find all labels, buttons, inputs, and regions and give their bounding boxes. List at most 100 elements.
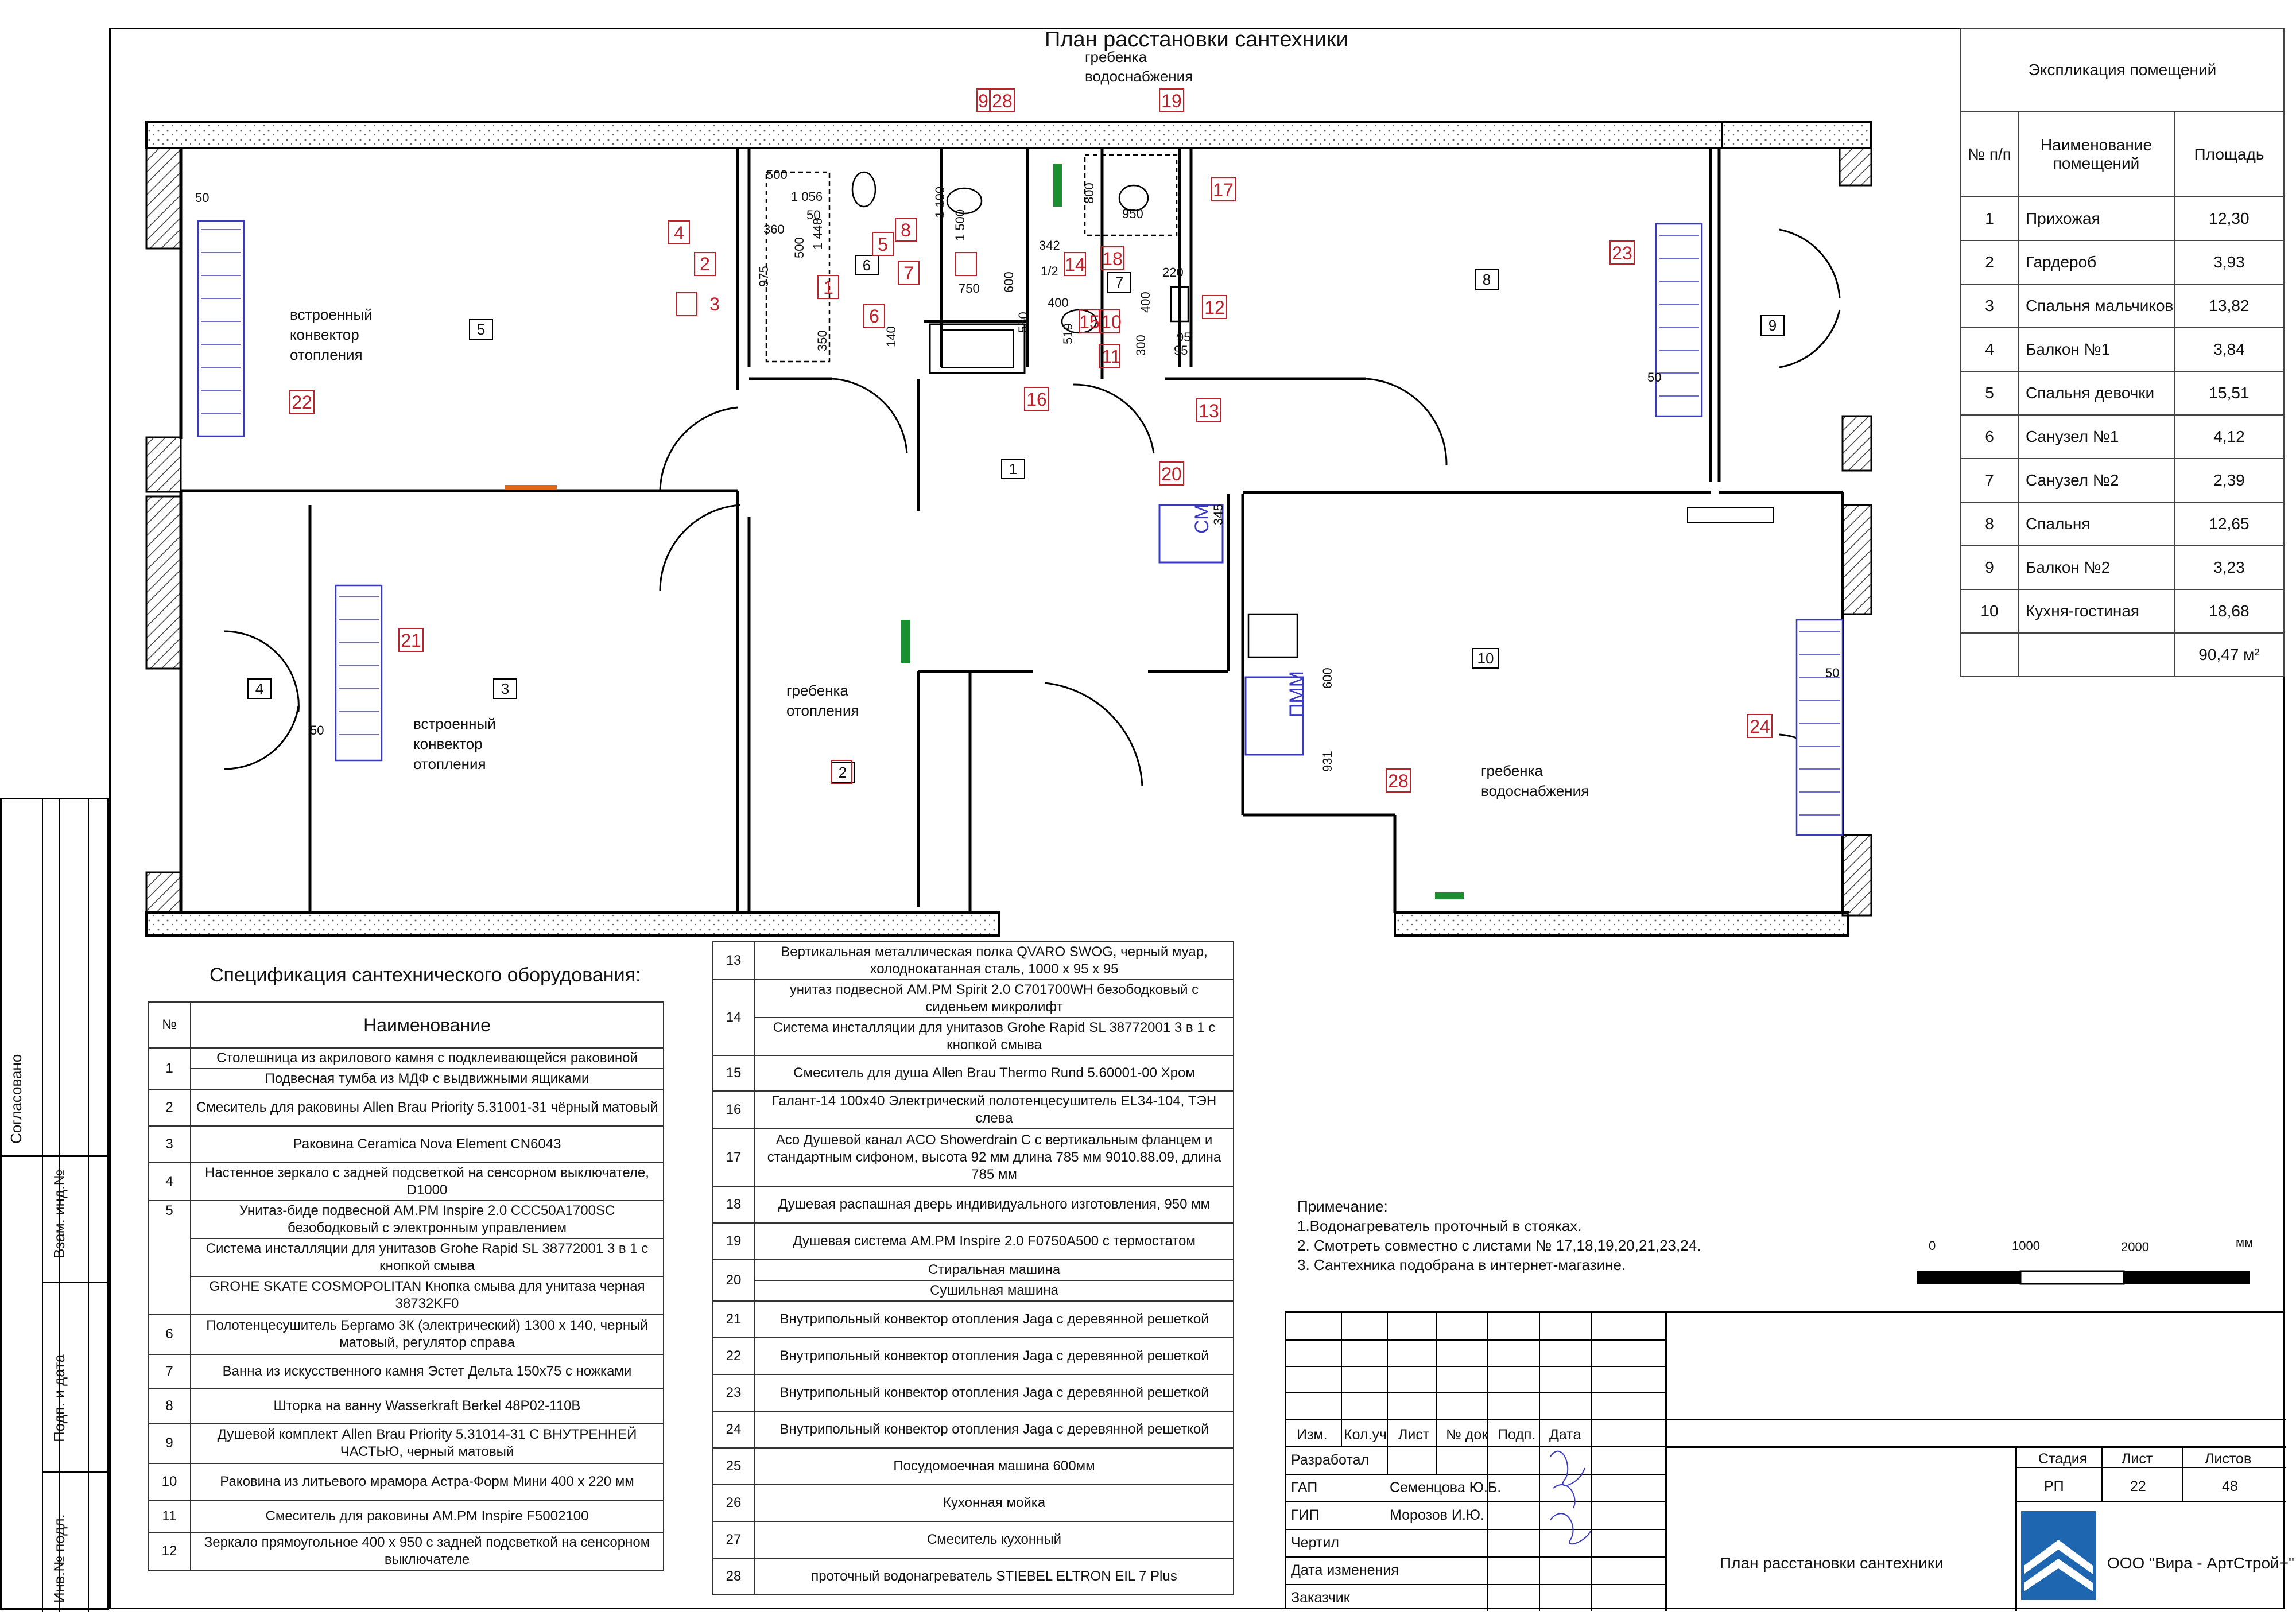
svg-text:8: 8 [901,220,911,240]
svg-text:7: 7 [1115,274,1123,291]
svg-text:24: 24 [1750,716,1770,737]
svg-text:28: 28 [1388,771,1409,791]
title-block: Изм. Кол.уч Лист № док Подп. Дата Разраб… [1285,1311,2294,1611]
scale-bar: 0 1000 2000 мм [1917,1235,2253,1285]
svg-text:28: 28 [992,91,1013,111]
svg-text:встроенный: встроенный [290,306,373,323]
svg-text:мм: мм [2236,1235,2253,1249]
svg-text:500: 500 [766,168,788,182]
svg-text:20: 20 [1161,464,1182,484]
svg-text:16: 16 [1026,389,1047,410]
wall-pier [145,436,182,493]
svg-text:220: 220 [1162,265,1184,279]
wall-bottom [1394,911,1849,937]
svg-text:50: 50 [310,723,324,737]
svg-text:13: 13 [1199,401,1219,421]
svg-text:500: 500 [792,237,806,258]
svg-text:23: 23 [1612,243,1632,263]
svg-text:гребенка: гребенка [786,682,848,699]
svg-text:600: 600 [1320,667,1335,689]
svg-text:8: 8 [1483,271,1491,288]
svg-text:конвектор: конвектор [413,735,483,752]
svg-text:5: 5 [878,234,888,255]
svg-text:22: 22 [292,392,312,413]
svg-text:18: 18 [1102,249,1123,269]
explication-table: Экспликация помещений № п/п Наименование… [1960,28,2285,677]
drawing-title: План расстановки сантехники [1045,28,1348,52]
svg-text:50: 50 [806,208,820,222]
svg-text:10: 10 [1101,312,1122,332]
svg-text:1 448: 1 448 [810,218,825,250]
notes: Примечание: 1.Водонагреватель проточный … [1297,1198,1701,1273]
svg-text:17: 17 [1213,180,1234,200]
svg-text:2: 2 [700,254,710,274]
svg-text:400: 400 [1048,296,1069,310]
svg-text:1000: 1000 [2012,1238,2040,1253]
side-stamp: Согласовано Взам. инд.№ Подп. и дата Инв… [0,798,111,1612]
svg-text:1: 1 [823,277,833,298]
wall-pier [145,147,182,250]
svg-text:6: 6 [863,257,871,274]
svg-text:360: 360 [763,222,785,236]
spec-title: Спецификация сантехнического оборудовани… [210,964,641,986]
svg-text:4: 4 [255,680,263,697]
svg-text:водоснабжения: водоснабжения [1481,782,1589,799]
svg-text:0: 0 [1929,1238,1936,1253]
svg-text:10: 10 [1477,650,1494,667]
svg-text:14: 14 [1065,254,1085,275]
svg-text:1: 1 [1009,460,1017,477]
svg-text:345: 345 [1211,504,1225,525]
svg-text:3: 3 [709,294,720,314]
svg-text:342: 342 [1039,238,1060,253]
svg-text:4: 4 [674,223,684,243]
svg-text:931: 931 [1320,751,1335,772]
svg-text:95: 95 [1177,330,1190,344]
svg-text:50: 50 [1647,370,1661,385]
svg-text:7: 7 [903,263,914,284]
svg-text:50: 50 [1825,666,1839,680]
svg-text:800: 800 [1082,183,1096,204]
svg-text:400: 400 [1138,292,1153,313]
svg-text:3: 3 [501,680,509,697]
svg-text:550: 550 [1016,312,1030,333]
svg-text:конвектор: конвектор [290,326,359,343]
svg-text:ПММ: ПММ [1286,671,1308,717]
svg-text:отопления: отопления [413,755,486,772]
svg-text:350: 350 [815,330,829,351]
svg-text:600: 600 [1002,271,1016,293]
explication-title: Экспликация помещений [1960,28,2285,112]
svg-text:СМ: СМ [1191,504,1213,534]
svg-text:2: 2 [839,764,847,781]
wall-top [145,121,1872,149]
svg-text:отопления: отопления [786,702,859,719]
wall-bottom [145,911,1000,937]
svg-text:9: 9 [1768,317,1777,334]
svg-text:11: 11 [1102,346,1120,367]
svg-text:водоснабжения: водоснабжения [1085,68,1193,85]
svg-text:1 100: 1 100 [933,187,947,218]
svg-text:1/2: 1/2 [1041,264,1058,278]
svg-text:50: 50 [195,191,209,205]
svg-text:950: 950 [1122,207,1143,221]
svg-text:гребенка: гребенка [1481,762,1543,779]
drawing-frame [109,28,2285,1609]
signature [1550,1450,1591,1545]
company-logo [2021,1511,2096,1600]
wall-pier [145,871,182,914]
svg-text:9: 9 [978,91,988,111]
svg-text:975: 975 [757,266,771,287]
svg-text:встроенный: встроенный [413,715,496,732]
svg-text:19: 19 [1161,91,1182,111]
svg-text:21: 21 [401,630,421,651]
svg-text:12: 12 [1204,297,1225,318]
svg-text:отопления: отопления [290,346,363,363]
svg-text:519: 519 [1061,323,1075,344]
svg-text:5: 5 [477,321,485,338]
svg-text:750: 750 [959,281,980,296]
svg-text:300: 300 [1134,335,1148,356]
svg-text:6: 6 [869,306,879,327]
svg-text:1 500: 1 500 [953,209,967,241]
